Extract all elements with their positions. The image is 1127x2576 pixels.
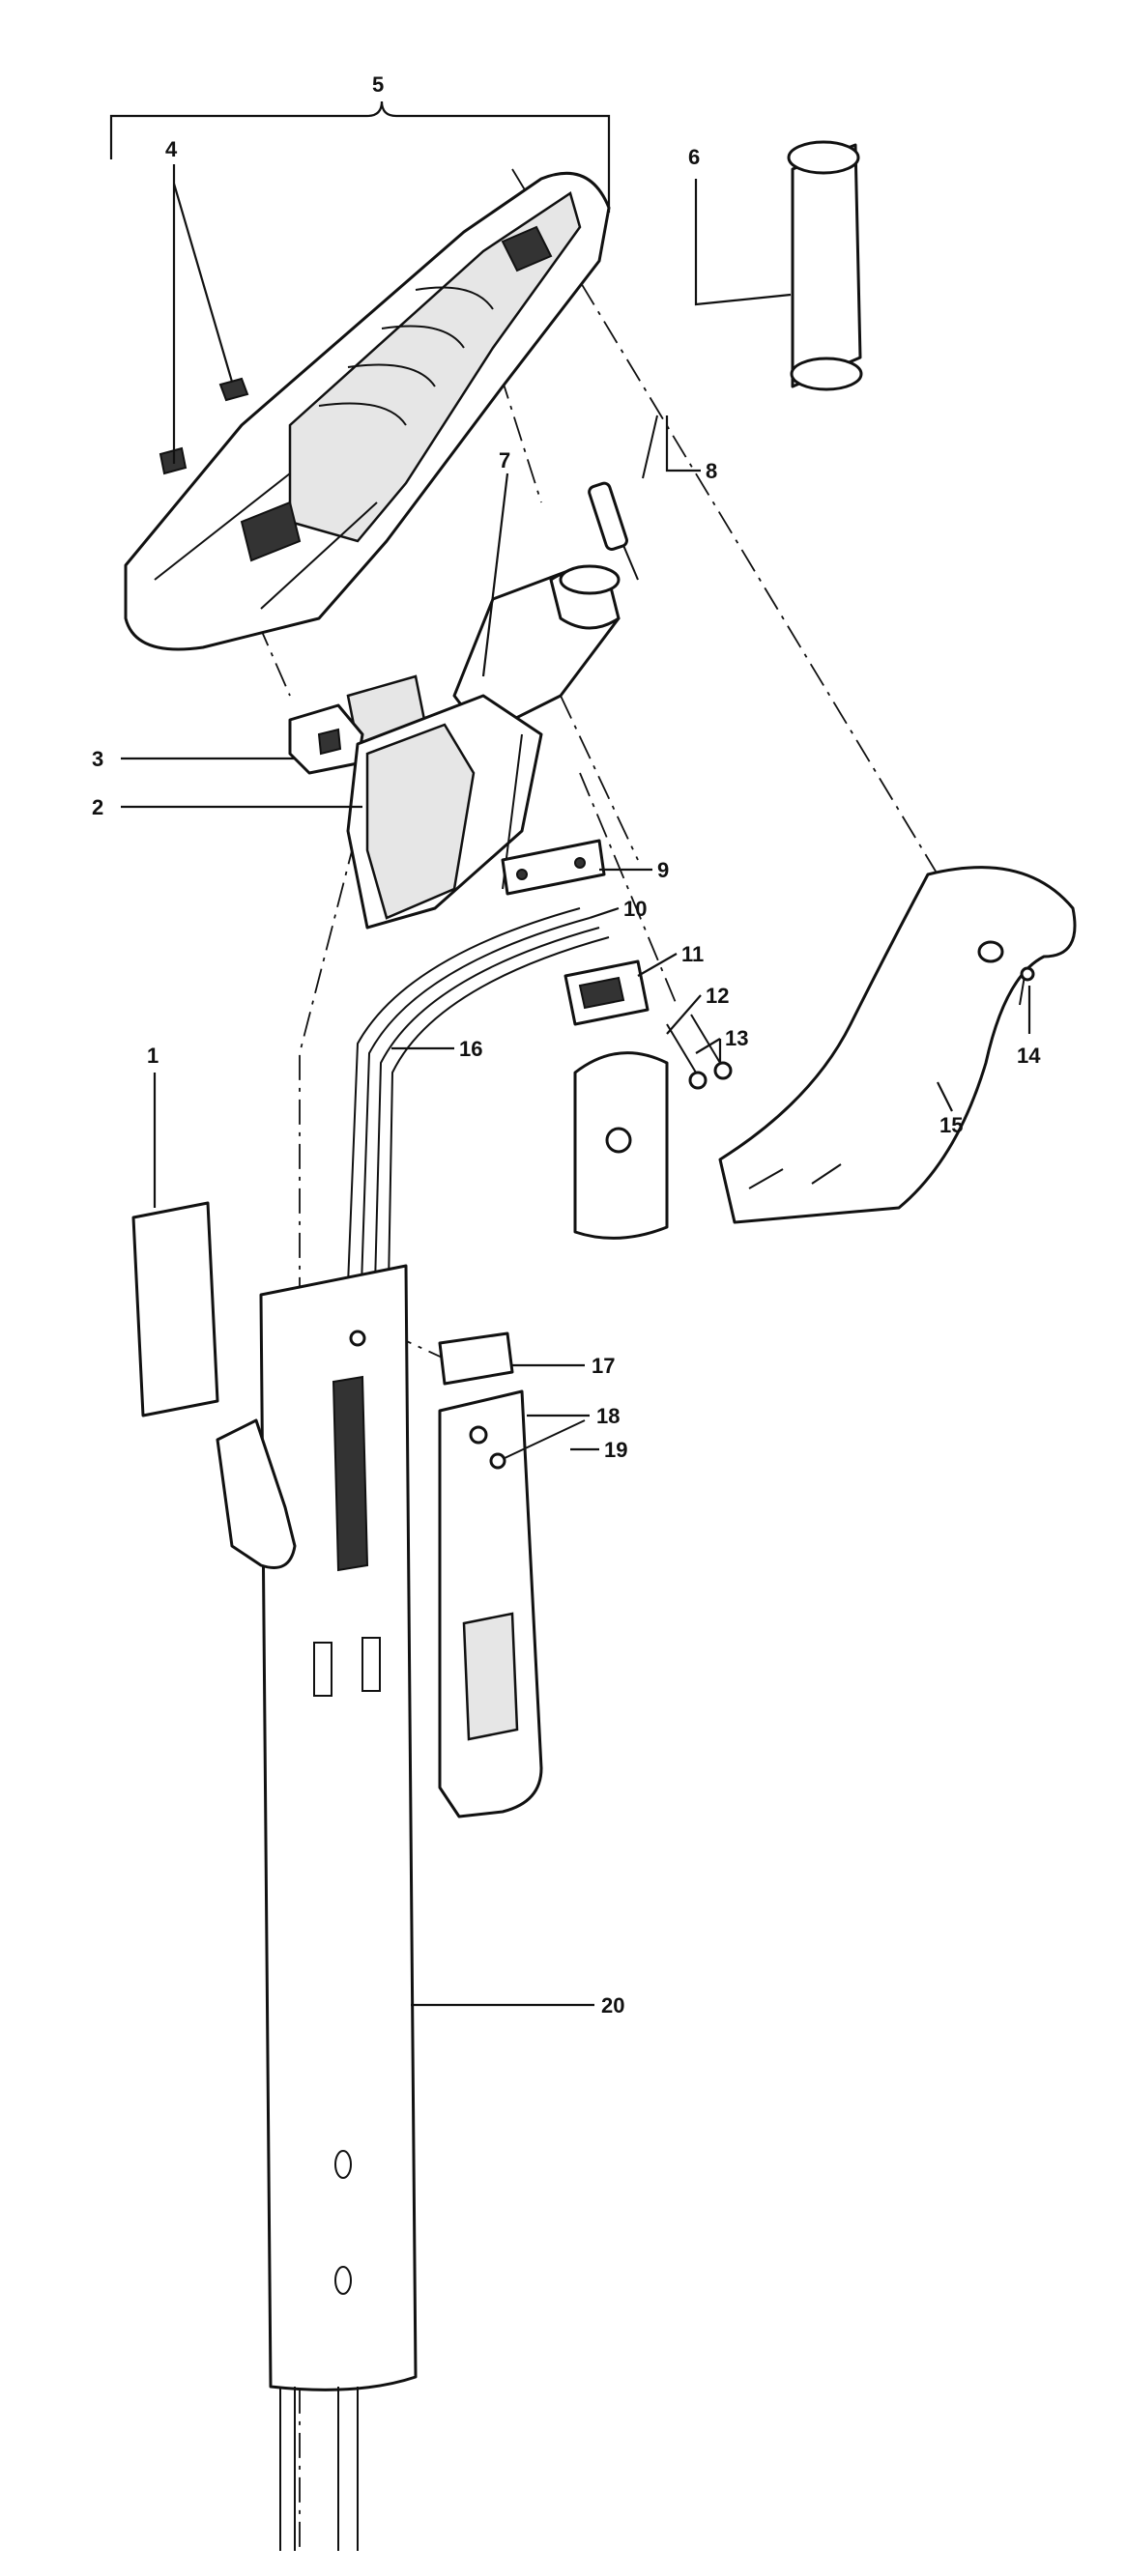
cord-bundle	[347, 907, 610, 1286]
callout-18: 18	[596, 1404, 620, 1428]
callout-9: 9	[657, 858, 669, 882]
callout-3: 3	[92, 747, 103, 771]
switch-plate	[501, 839, 606, 896]
callout-8: 8	[706, 459, 717, 483]
handle-grip-housing	[124, 171, 611, 651]
switch-cover	[573, 1051, 669, 1240]
switch	[564, 959, 650, 1026]
bracket	[288, 703, 364, 775]
screws-13	[666, 1014, 733, 1090]
screw-19	[489, 1419, 586, 1470]
screw-14	[1019, 966, 1035, 1006]
callout-2: 2	[92, 795, 103, 819]
callout-1: 1	[147, 1044, 159, 1068]
callout-labels: 5 4 6 7 8 3 2 9 10 11 12 13 16 1 14 15 1…	[92, 72, 1041, 2018]
callout-12: 12	[706, 984, 729, 1008]
handle-socket	[346, 564, 621, 930]
callout-19: 19	[604, 1438, 627, 1462]
callout-6: 6	[688, 145, 700, 169]
lower-handle-tube	[216, 1264, 418, 2551]
callout-20: 20	[601, 1993, 624, 2018]
side-panel	[438, 1389, 543, 1818]
callout-10: 10	[623, 897, 647, 921]
leader-lines	[121, 164, 1031, 2007]
callout-17: 17	[592, 1354, 615, 1378]
grip-cover	[718, 866, 1077, 1224]
callout-7: 7	[499, 448, 510, 472]
callout-16: 16	[459, 1037, 482, 1061]
callout-bracket-5	[109, 100, 611, 213]
callout-13: 13	[725, 1026, 748, 1050]
label-part	[131, 1201, 219, 1417]
callout-4: 4	[165, 137, 178, 161]
callout-14: 14	[1017, 1044, 1041, 1068]
label-strip	[438, 1331, 514, 1386]
cable-pin	[588, 415, 658, 581]
callout-15: 15	[939, 1113, 963, 1137]
callout-5: 5	[372, 72, 384, 97]
grip-sleeve	[787, 140, 863, 391]
callout-11: 11	[681, 942, 704, 966]
